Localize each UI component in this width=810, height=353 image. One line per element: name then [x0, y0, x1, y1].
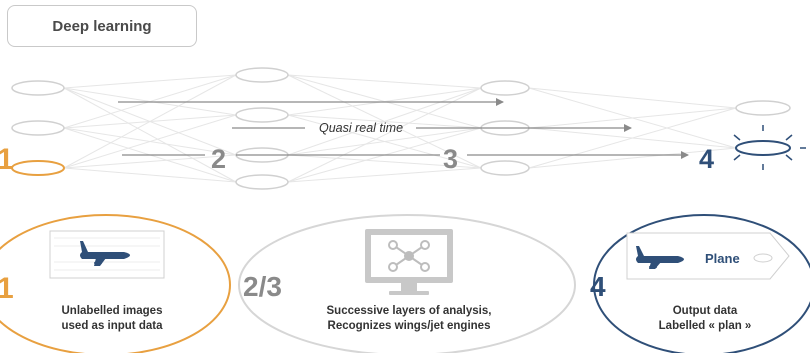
- network-connection: [287, 154, 482, 169]
- step-number-2: 2: [211, 144, 226, 174]
- output-stage-circle: [593, 214, 810, 353]
- network-connection: [63, 154, 237, 169]
- diagram-title: Deep learning: [52, 17, 152, 35]
- network-connection: [528, 107, 737, 129]
- layers-stage: 2/3 Successive layers of analysis, Recog…: [238, 214, 576, 353]
- network-node: [735, 140, 791, 156]
- network-connection: [63, 87, 237, 183]
- input-caption-line1: Unlabelled images: [62, 305, 163, 317]
- network-node: [11, 80, 65, 96]
- airplane-icon: [636, 246, 684, 269]
- title-box: Deep learning: [7, 5, 197, 47]
- network-connection: [287, 127, 482, 156]
- network-connection: [287, 167, 482, 183]
- network-nodes: [11, 67, 791, 190]
- network-connections: [63, 74, 737, 183]
- tag-hole: [753, 253, 773, 263]
- output-label-tag: [626, 232, 790, 280]
- layers-caption-line2: Recognizes wings/jet engines: [328, 320, 491, 332]
- network-connection: [63, 74, 237, 89]
- network-node: [11, 120, 65, 136]
- network-connection: [528, 87, 737, 109]
- network-connection: [287, 87, 482, 183]
- output-caption-line1: Output data: [673, 305, 738, 317]
- network-node: [735, 100, 791, 116]
- step-number-1: 1: [0, 143, 14, 176]
- input-stage: 1 Unlabelled images used as input data: [0, 214, 231, 353]
- input-stage-circle: [0, 214, 231, 353]
- step-number-3: 3: [443, 144, 458, 174]
- output-stage-number: 4: [590, 271, 606, 302]
- output-stage: Plane 4 Output data Labelled « plan »: [590, 214, 810, 353]
- monitor-network-icon: [365, 229, 453, 295]
- network-node: [11, 160, 65, 176]
- network-connection: [63, 114, 237, 169]
- layers-caption-line1: Successive layers of analysis,: [327, 305, 492, 317]
- network-node: [480, 80, 530, 96]
- step-number-4: 4: [699, 144, 714, 174]
- network-node: [235, 174, 289, 190]
- layers-stage-number: 2/3: [243, 271, 282, 302]
- network-connection: [63, 74, 237, 169]
- layers-stage-circle: [238, 214, 576, 353]
- output-caption-line2: Labelled « plan »: [659, 320, 752, 332]
- input-image-placeholder-lines: [54, 237, 160, 271]
- airplane-icon: [80, 241, 130, 266]
- network-connection: [287, 87, 482, 156]
- network-connection: [528, 107, 737, 169]
- network-connection: [528, 147, 737, 169]
- network-node: [235, 67, 289, 83]
- output-tag-label: Plane: [705, 251, 740, 266]
- output-node-rays: [733, 125, 806, 170]
- network-node: [480, 160, 530, 176]
- network-connection: [287, 74, 482, 89]
- network-node: [235, 107, 289, 123]
- quasi-real-time-label: Quasi real time: [319, 121, 403, 135]
- input-caption-line2: used as input data: [62, 320, 164, 332]
- input-stage-number: 1: [0, 272, 14, 305]
- network-connection: [63, 167, 237, 183]
